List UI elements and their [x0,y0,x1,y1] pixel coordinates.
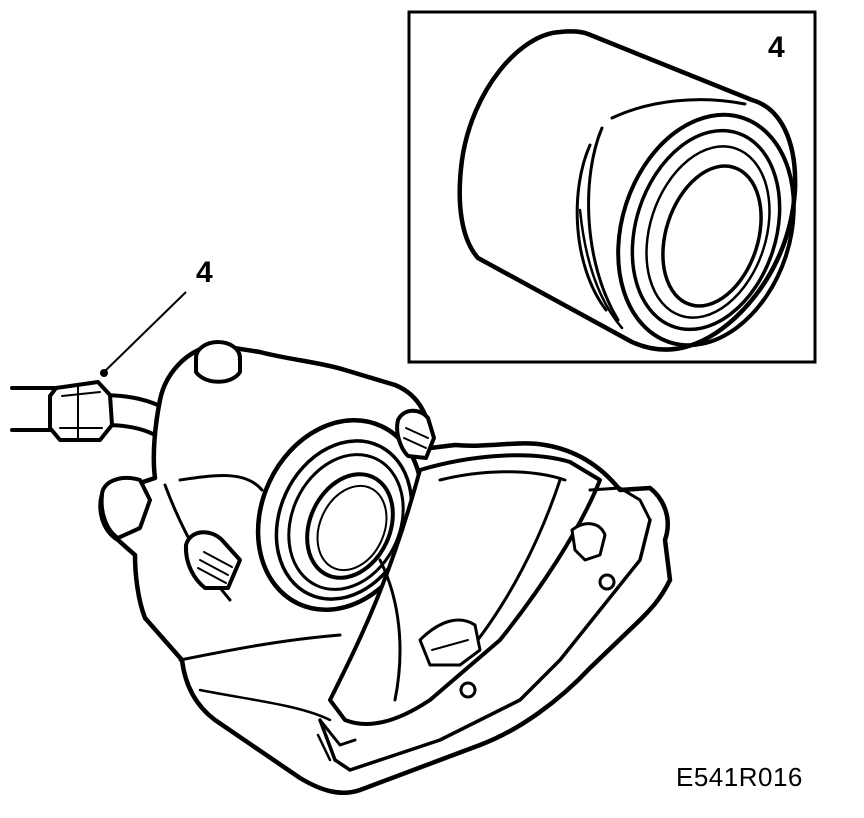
figure-reference-code: E541R016 [676,762,803,792]
callout-leader [100,291,187,377]
main-callout-number: 4 [196,256,213,289]
inlet-boss [99,475,152,540]
guide-bolt-left [183,530,242,590]
piston-detail [457,29,798,352]
caliper-assembly [10,340,673,795]
cylinder-housing [255,418,425,612]
hose-fitting [48,380,114,442]
bleeder-boss [194,340,242,384]
guide-bolt-right [395,408,436,460]
caliper-bracket [316,453,652,772]
inset-callout-number: 4 [768,31,785,64]
